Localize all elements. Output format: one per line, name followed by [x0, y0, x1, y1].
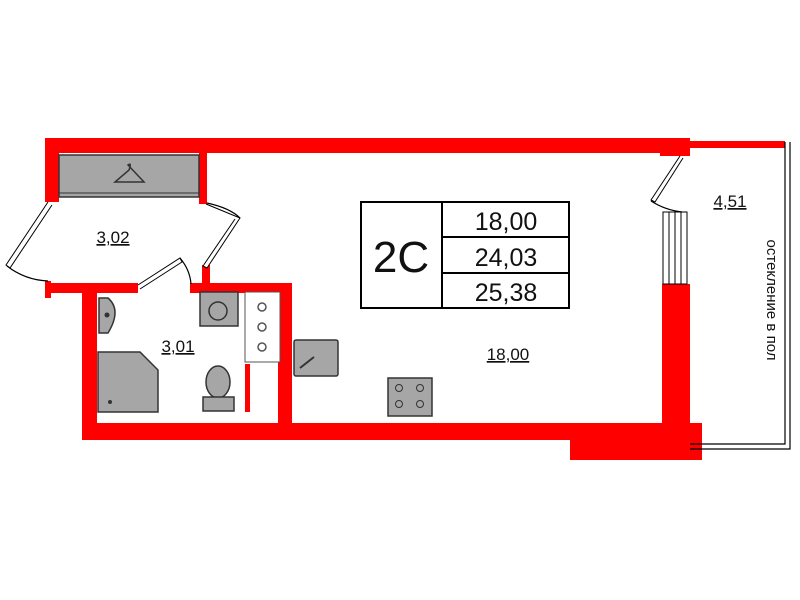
room-area-bathroom: 3,01: [161, 337, 194, 356]
room-area-hallway: 3,02: [96, 228, 129, 247]
doors: [5, 155, 684, 290]
washing-machine: [199, 291, 239, 327]
total-area-with-balcony-value: 25,38: [475, 279, 538, 307]
sink-bathroom: [98, 297, 116, 334]
wardrobe: [58, 154, 200, 198]
apartment-type-code: 2С: [373, 233, 429, 282]
walls: [45, 138, 785, 460]
counter: [244, 291, 281, 363]
hanger-icon: [112, 163, 146, 183]
room-area-living: 18,00: [487, 345, 530, 364]
balcony-glazing-note: остекление в пол: [763, 240, 780, 361]
room-area-balcony: 4,51: [713, 192, 746, 211]
total-area-value: 24,03: [475, 244, 538, 272]
kitchen-sink: [293, 339, 339, 377]
living-area-value: 18,00: [475, 208, 538, 236]
apartment-info-box: 2С 18,00 24,03 25,38: [360, 201, 570, 309]
toilet: [202, 365, 235, 412]
balcony-outline: [662, 142, 791, 450]
stove: [387, 377, 433, 417]
shower-tray: [97, 351, 159, 413]
